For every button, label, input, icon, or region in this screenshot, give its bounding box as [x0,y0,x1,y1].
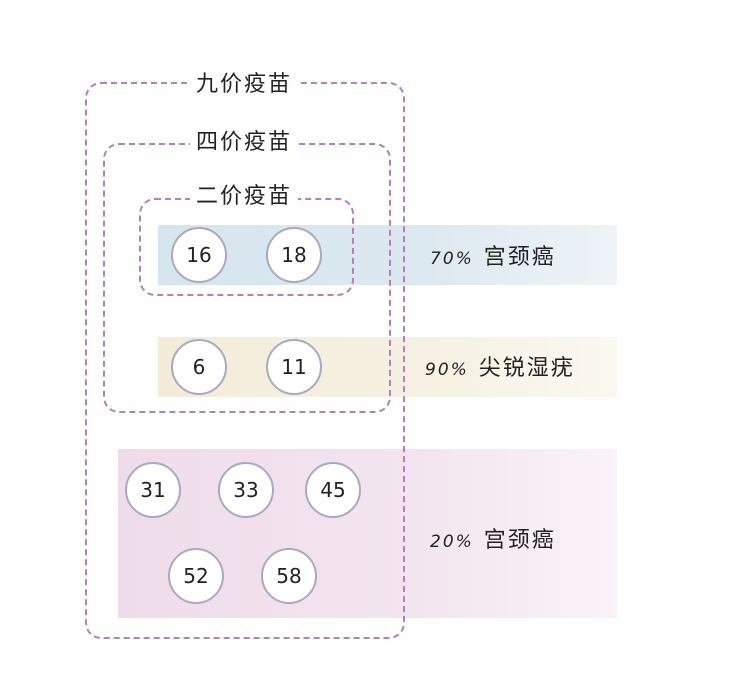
band-hpv-16-18 [158,225,617,285]
hpv-type-circle: 58 [261,548,317,604]
disease: 宫颈癌 [483,528,556,553]
disease: 宫颈癌 [483,245,556,270]
hpv-type-circle: 6 [171,339,227,395]
percent: 90% [425,360,469,380]
hpv-type-circle: 33 [218,462,274,518]
group-label-2: 90% 尖锐湿疣 [425,350,575,382]
hpv-type-circle: 31 [125,462,181,518]
hpv-type-circle: 18 [266,227,322,283]
group-label-1: 70% 宫颈癌 [430,239,556,271]
percent: 20% [430,532,474,552]
percent: 70% [430,249,474,269]
hpv-type-circle: 45 [305,462,361,518]
band-hpv-6-11 [158,337,617,397]
hpv-type-circle: 16 [171,227,227,283]
hpv-type-circle: 52 [168,548,224,604]
four-valent-title: 四价疫苗 [189,124,299,156]
group-label-3: 20% 宫颈癌 [430,522,556,554]
hpv-type-circle: 11 [266,339,322,395]
nine-valent-title: 九价疫苗 [189,66,299,98]
disease: 尖锐湿疣 [478,356,575,381]
two-valent-title: 二价疫苗 [189,178,299,210]
